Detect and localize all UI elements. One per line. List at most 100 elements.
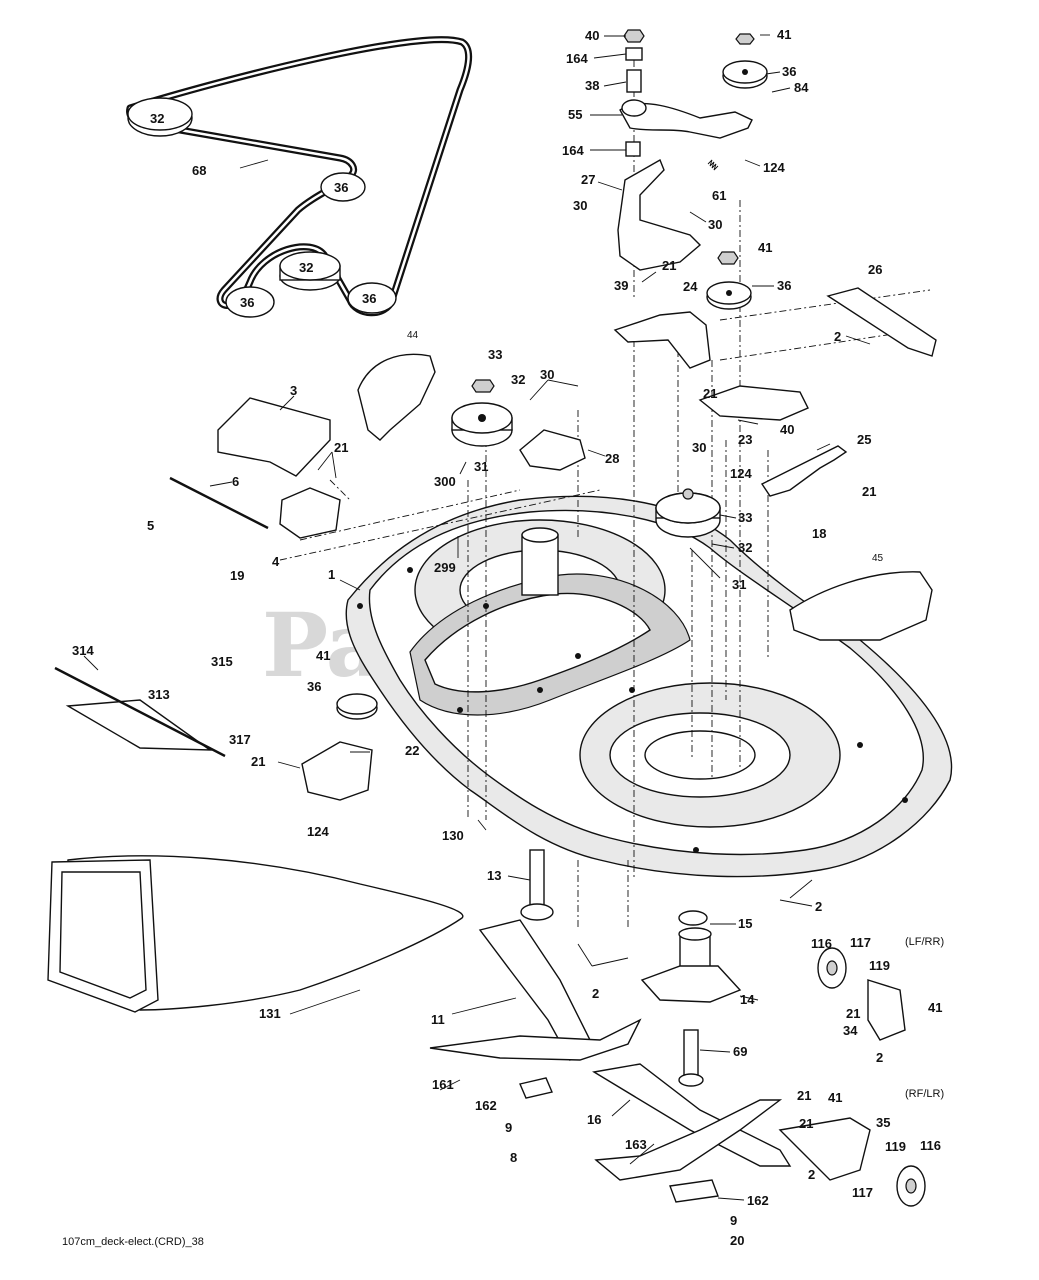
discharge-chute-131 xyxy=(47,855,464,1013)
nut-40-top xyxy=(623,29,645,43)
callout-label: 32 xyxy=(511,372,525,387)
bracket-26 xyxy=(826,287,937,357)
callout-label: 1 xyxy=(328,567,335,582)
belt-pulley-32-center xyxy=(279,251,341,291)
callout-label: 11 xyxy=(431,1012,445,1027)
bracket-25 xyxy=(760,445,848,497)
callout-label: 40 xyxy=(780,422,794,437)
spacer-38 xyxy=(626,69,642,93)
bushing-164-bottom xyxy=(625,141,641,157)
callout-label: 35 xyxy=(876,1115,890,1130)
callout-label: 44 xyxy=(407,330,419,341)
callout-label: 28 xyxy=(605,451,619,466)
callout-label: 119 xyxy=(869,958,890,973)
callout-label: 116 xyxy=(920,1138,941,1153)
callout-label: 300 xyxy=(434,474,456,489)
callout-label: 313 xyxy=(148,687,170,702)
callout-label: 21 xyxy=(846,1006,860,1021)
callout-label: 2 xyxy=(808,1167,815,1182)
pulley-36-mid xyxy=(706,281,752,310)
callout-label: 116 xyxy=(811,936,832,951)
gauge-wheel-assembly-lf-rr xyxy=(817,947,906,1041)
callout-label: 315 xyxy=(211,654,233,669)
callout-label: 18 xyxy=(812,526,826,541)
callout-label: 30 xyxy=(540,367,554,382)
belt-pulley-label: 32 xyxy=(150,111,164,126)
spring-61 xyxy=(707,159,719,171)
position-note-rf-lr: (RF/LR) xyxy=(905,1088,944,1100)
rod-6 xyxy=(169,476,269,530)
callout-label: 161 xyxy=(432,1077,454,1092)
callout-label: 33 xyxy=(738,510,752,525)
callout-label: 30 xyxy=(708,217,722,232)
callout-label: 2 xyxy=(592,986,599,1001)
callout-label: 117 xyxy=(850,935,871,950)
callout-label: 16 xyxy=(587,1112,601,1127)
callout-label: 41 xyxy=(316,648,330,663)
belt-pulley-label: 36 xyxy=(362,291,376,306)
callout-label: 124 xyxy=(763,160,785,175)
bearing-15 xyxy=(678,910,708,926)
bracket-23 xyxy=(698,385,809,421)
belt-routing-diagram: 32 36 32 36 36 xyxy=(126,36,472,318)
callout-label: 3 xyxy=(290,383,297,398)
callout-label: 69 xyxy=(733,1044,747,1059)
callout-label: 38 xyxy=(585,78,599,93)
callout-label: 22 xyxy=(405,743,419,758)
belt-pulley-36-right xyxy=(320,172,366,202)
callout-label: 13 xyxy=(487,868,501,883)
belt-pulley-label: 36 xyxy=(240,295,254,310)
bracket-22 xyxy=(301,741,373,801)
callout-label: 61 xyxy=(712,188,726,203)
callout-label: 20 xyxy=(730,1233,744,1248)
mower-deck-housing xyxy=(345,495,953,878)
pulley-32-left xyxy=(451,402,513,447)
callout-label: 6 xyxy=(232,474,239,489)
bracket-3 xyxy=(217,397,331,477)
callout-label: 162 xyxy=(475,1098,497,1113)
callout-label: 299 xyxy=(434,560,456,575)
callout-label: 314 xyxy=(72,643,94,658)
leader-lines xyxy=(83,34,871,1201)
callout-label: 21 xyxy=(251,754,265,769)
callout-label: 131 xyxy=(259,1006,281,1021)
belt-guard-44 xyxy=(357,353,436,441)
callout-label: 124 xyxy=(730,466,752,481)
callout-label: 164 xyxy=(562,143,584,158)
idler-arm-55 xyxy=(619,99,753,139)
callout-label: 9 xyxy=(505,1120,512,1135)
bracket-4 xyxy=(279,487,341,539)
callout-labels: 40 41 164 36 84 38 55 164 124 61 27 30 3… xyxy=(72,27,942,1248)
callout-label: 55 xyxy=(568,107,582,122)
pulley-36-left xyxy=(336,693,378,720)
callout-label: 2 xyxy=(834,329,841,344)
callout-label: 36 xyxy=(777,278,791,293)
callout-label: 119 xyxy=(885,1139,906,1154)
callout-label: 21 xyxy=(334,440,348,455)
deck-cover-45 xyxy=(789,571,933,641)
callout-label: 30 xyxy=(573,198,587,213)
callout-label: 36 xyxy=(782,64,796,79)
callout-label: 40 xyxy=(585,28,599,43)
callout-label: 14 xyxy=(740,992,755,1007)
callout-label: 41 xyxy=(928,1000,942,1015)
callout-label: 31 xyxy=(474,459,488,474)
bracket-27 xyxy=(617,158,702,271)
callout-label: 117 xyxy=(852,1185,873,1200)
callout-label: 41 xyxy=(758,240,772,255)
callout-label: 21 xyxy=(662,258,676,273)
callout-label: 317 xyxy=(229,732,251,747)
nut-41-mid xyxy=(717,251,739,265)
callout-label: 39 xyxy=(614,278,628,293)
pulley-33 xyxy=(655,488,721,538)
bushing-164-top xyxy=(625,47,643,61)
callout-label: 5 xyxy=(147,518,154,533)
callout-label: 21 xyxy=(797,1088,811,1103)
callout-label: 34 xyxy=(843,1023,858,1038)
callout-label: 163 xyxy=(625,1137,647,1152)
pulley-36-top xyxy=(722,60,768,89)
callout-label: 15 xyxy=(738,916,752,931)
position-note-lf-rr: (LF/RR) xyxy=(905,936,944,948)
callout-label: 130 xyxy=(442,828,464,843)
callout-label: 9 xyxy=(730,1213,737,1228)
